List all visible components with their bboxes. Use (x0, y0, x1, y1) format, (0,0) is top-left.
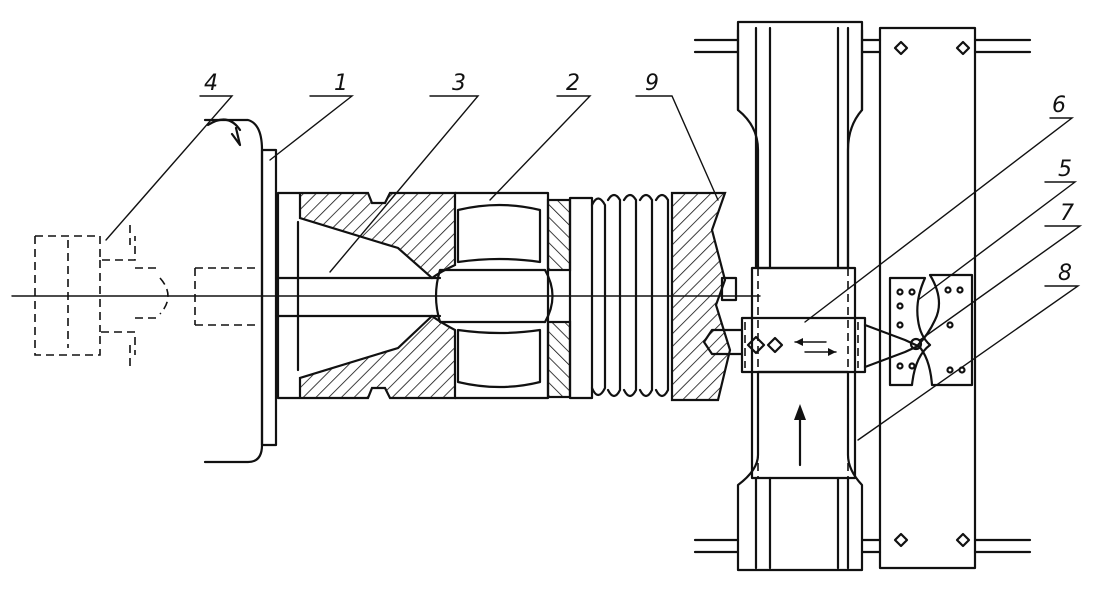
callout-4: 4 (204, 71, 218, 96)
callout-9: 9 (645, 71, 659, 96)
copy-template (888, 273, 974, 387)
drawbar (274, 276, 442, 318)
callout-5: 5 (1058, 157, 1072, 182)
clamp-nut (434, 191, 554, 400)
flange (546, 196, 594, 400)
grooved-workpiece (590, 191, 738, 402)
tool-holder (702, 316, 920, 374)
guide-frame (878, 26, 1032, 570)
callout-6: 6 (1052, 93, 1066, 118)
collet-body (276, 191, 457, 400)
drive-unit-dashed (34, 225, 260, 370)
callout-2: 2 (566, 71, 580, 96)
callouts: 4 1 3 2 9 6 5 7 8 (204, 71, 1074, 286)
faceplate (203, 118, 278, 464)
callout-leaders (105, 95, 1083, 441)
callout-1: 1 (334, 71, 348, 96)
callout-7: 7 (1060, 201, 1074, 226)
callout-8: 8 (1058, 261, 1072, 286)
callout-3: 3 (452, 71, 466, 96)
